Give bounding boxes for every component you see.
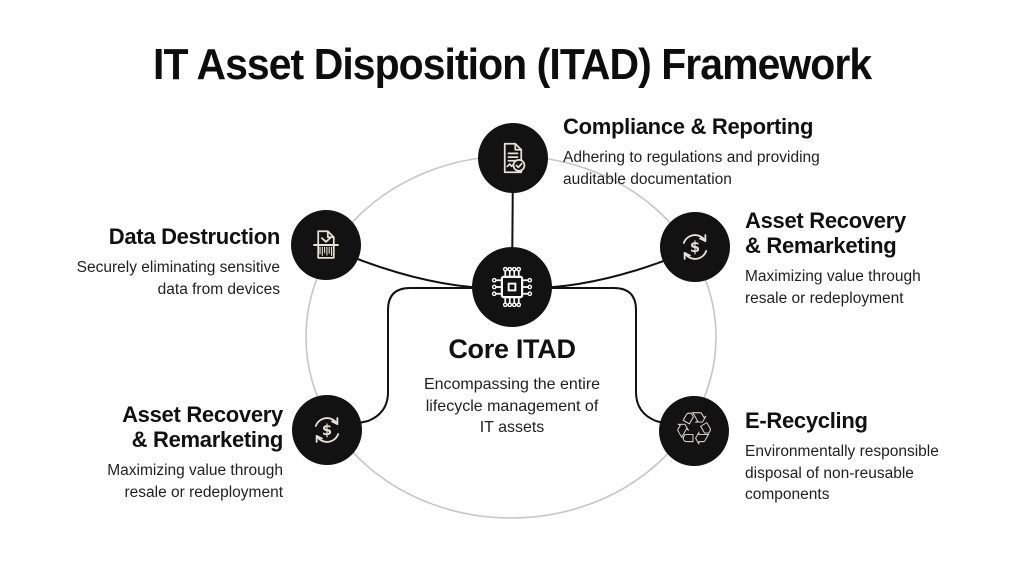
shredder-icon bbox=[304, 223, 348, 267]
e-recycling-textblock: E-Recycling Environmentally responsible … bbox=[745, 408, 939, 506]
node-e-recycling: ♲ bbox=[659, 396, 729, 466]
compliance-title: Compliance & Reporting bbox=[563, 114, 814, 139]
core-itad-textblock: Core ITAD Encompassing the entire lifecy… bbox=[372, 334, 652, 439]
recycle-icon: ♲ bbox=[673, 402, 715, 456]
e-recycling-desc: Environmentally responsible disposal of … bbox=[745, 443, 939, 503]
core-itad-title: Core ITAD bbox=[448, 334, 576, 364]
cpu-chip-icon bbox=[485, 260, 539, 314]
asset-recovery-left-title: Asset Recovery & Remarketing bbox=[122, 402, 283, 452]
asset-recovery-right-title: Asset Recovery & Remarketing bbox=[745, 208, 906, 258]
core-itad-desc: Encompassing the entire lifecycle manage… bbox=[423, 376, 601, 436]
asset-recovery-left-textblock: Asset Recovery & Remarketing Maximizing … bbox=[43, 402, 283, 503]
connector-bottom-left bbox=[326, 287, 513, 431]
asset-recovery-right-textblock: Asset Recovery & Remarketing Maximizing … bbox=[745, 208, 921, 309]
dollar-cycle-icon bbox=[673, 225, 717, 269]
node-core-itad bbox=[472, 247, 552, 327]
compliance-textblock: Compliance & Reporting Adhering to regul… bbox=[563, 114, 820, 190]
data-destruction-title: Data Destruction bbox=[108, 224, 281, 249]
e-recycling-title: E-Recycling bbox=[745, 408, 868, 433]
compliance-desc: Adhering to regulations and providing au… bbox=[563, 149, 820, 188]
connector-bottom-right bbox=[511, 287, 695, 432]
asset-recovery-left-desc: Maximizing value through resale or redep… bbox=[107, 462, 283, 501]
data-destruction-textblock: Data Destruction Securely eliminating se… bbox=[40, 224, 281, 300]
document-check-icon bbox=[491, 136, 535, 180]
dollar-cycle-icon bbox=[305, 408, 349, 452]
data-destruction-desc: Securely eliminating sensitive data from… bbox=[76, 259, 280, 298]
node-asset-recovery-right bbox=[660, 212, 730, 282]
node-asset-recovery-left bbox=[292, 395, 362, 465]
node-compliance bbox=[478, 123, 548, 193]
asset-recovery-right-desc: Maximizing value through resale or redep… bbox=[745, 268, 921, 307]
page-title: IT Asset Disposition (ITAD) Framework bbox=[152, 40, 872, 89]
node-data-destruction bbox=[291, 210, 361, 280]
